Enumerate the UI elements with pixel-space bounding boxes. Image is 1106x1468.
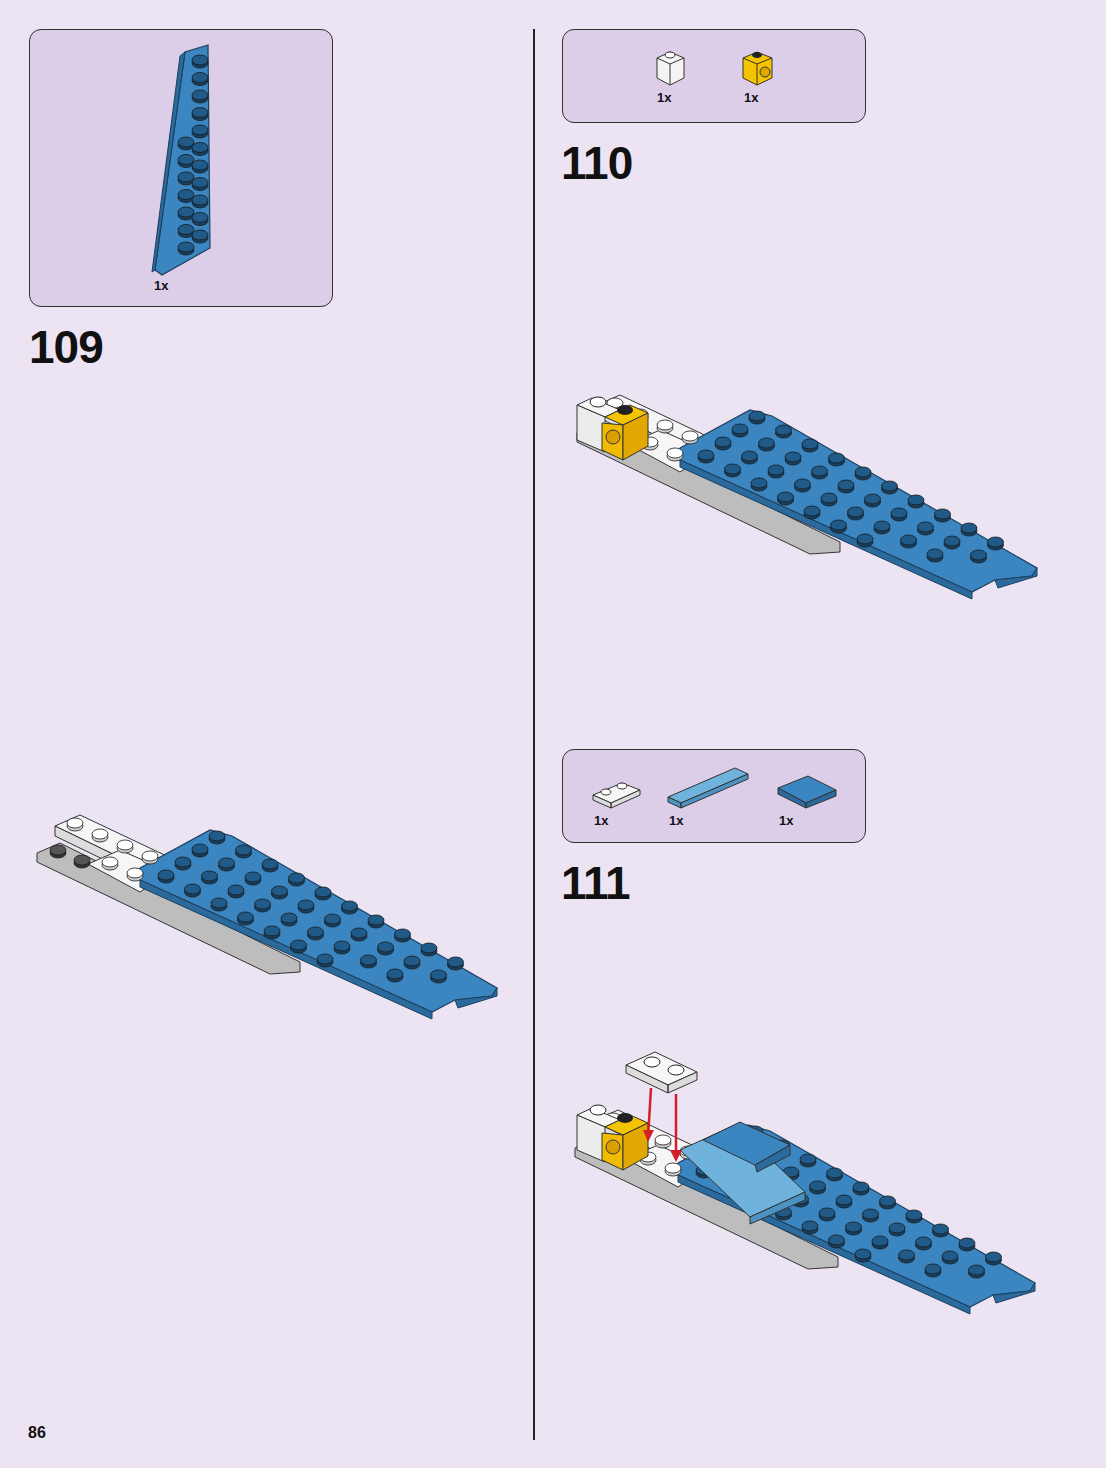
parts-panel: 1x 1x bbox=[562, 29, 866, 123]
part-quantity: 1x bbox=[744, 90, 758, 105]
part-quantity: 1x bbox=[657, 90, 671, 105]
step-number: 111 bbox=[561, 860, 630, 906]
parts-panel: 1x 1x 1x bbox=[562, 749, 866, 843]
part-quantity: 1x bbox=[779, 813, 793, 828]
part-quantity: 1x bbox=[154, 278, 168, 293]
part-quantity: 1x bbox=[669, 813, 683, 828]
step-number: 109 bbox=[29, 324, 103, 370]
step-number: 110 bbox=[561, 140, 632, 186]
page-number: 86 bbox=[28, 1425, 46, 1441]
parts-panel: 1x bbox=[29, 29, 333, 307]
part-quantity: 1x bbox=[594, 813, 608, 828]
